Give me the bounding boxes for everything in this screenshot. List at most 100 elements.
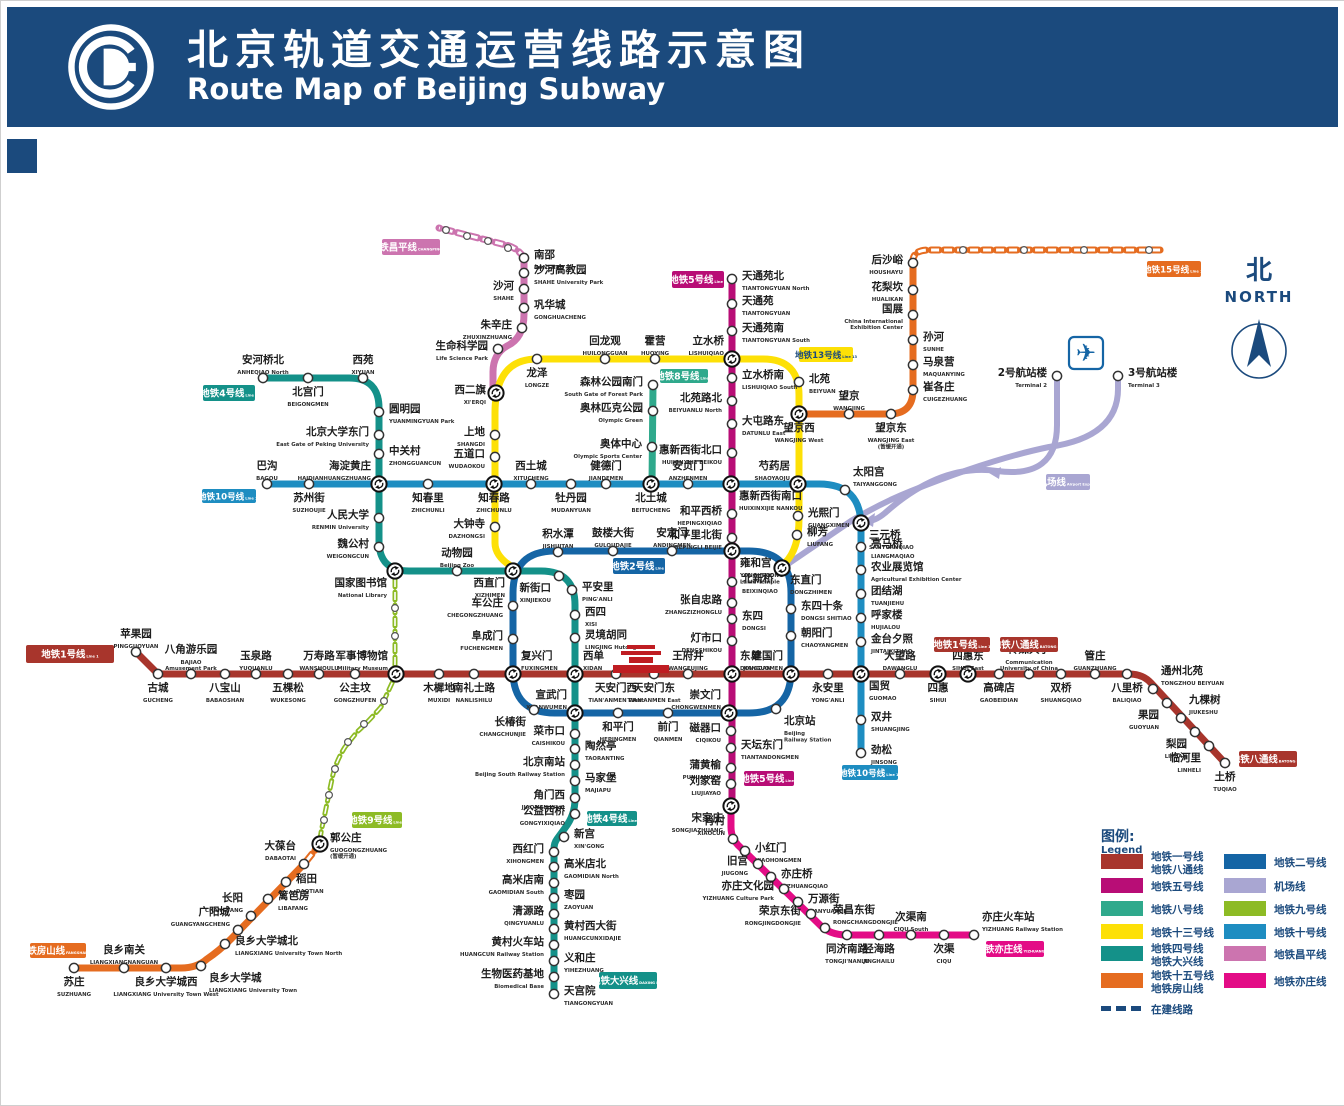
station-label: RONGCHANGDONGJIE bbox=[833, 920, 898, 926]
station-label: GUANGXIMEN bbox=[808, 523, 850, 529]
station-label: MUDANYUAN bbox=[551, 508, 591, 514]
interchange-station-dot bbox=[773, 559, 791, 577]
station-label: XIN'GONG bbox=[574, 844, 605, 850]
station-label: 西红门 bbox=[513, 842, 545, 855]
line-badge-bg bbox=[842, 765, 898, 780]
station-dot bbox=[726, 418, 738, 430]
station-dot bbox=[765, 871, 777, 883]
legend-dash-swatch bbox=[1101, 1006, 1111, 1011]
line-badge-label: 地铁4号线Line 4 bbox=[200, 387, 258, 399]
legend-label: 地铁十号线 bbox=[1274, 926, 1327, 939]
station-dot bbox=[492, 343, 504, 355]
station-label: ZHONGGUANCUN bbox=[389, 461, 442, 467]
station-dot bbox=[548, 923, 560, 935]
station-label: 国家图书馆 bbox=[335, 576, 388, 589]
station-label: 军事博物馆 bbox=[336, 649, 389, 662]
station-label: 万寿路 bbox=[302, 649, 335, 662]
station-label: HEPINGMEN bbox=[600, 737, 637, 743]
station-dot bbox=[793, 376, 805, 388]
station-dot bbox=[552, 546, 564, 558]
station-dot bbox=[489, 521, 501, 533]
legend-swatch bbox=[1101, 924, 1143, 939]
station-dot bbox=[726, 597, 738, 609]
station-label: CIQU bbox=[937, 959, 952, 965]
station-label: LIANGXIANG University Town bbox=[209, 988, 297, 994]
station-dot bbox=[451, 565, 463, 577]
station-label: 天宫院 bbox=[564, 984, 596, 997]
station-label: 王府井 bbox=[672, 649, 704, 662]
interchange-station-dot bbox=[485, 475, 503, 493]
line-badge-label: 地铁房山线FANGSHAN Line bbox=[18, 945, 98, 957]
station-label: 土桥 bbox=[1215, 770, 1237, 783]
station-dot bbox=[569, 759, 581, 771]
interchange-station-dot bbox=[722, 475, 740, 493]
station-dot bbox=[1121, 668, 1133, 680]
station-label: 积水潭 bbox=[542, 527, 574, 540]
station-label: 苹果园 bbox=[120, 627, 152, 640]
line-badge: 地铁1号线Line 1 bbox=[26, 645, 114, 663]
line-badge: 机场线Airport Express bbox=[1038, 474, 1098, 490]
legend-label: 地铁五号线 bbox=[1151, 880, 1204, 893]
station-dot bbox=[607, 545, 619, 557]
station-label: LINHELI bbox=[1177, 768, 1201, 774]
station-label: National Library bbox=[338, 593, 388, 599]
station-dot bbox=[726, 273, 738, 285]
station-label: XUANWUMEN bbox=[526, 705, 567, 711]
station-label: 稻田 bbox=[296, 872, 317, 885]
station-dot bbox=[649, 353, 661, 365]
interchange-station-dot bbox=[387, 665, 405, 683]
legend-label: 地铁昌平线 bbox=[1274, 948, 1327, 961]
station-label: SHUANGJING bbox=[871, 727, 910, 733]
station-label: DONGDAN bbox=[740, 666, 772, 672]
future-station-dot bbox=[1079, 246, 1088, 255]
station-dot bbox=[725, 742, 737, 754]
station-label: 北京大学东门 bbox=[306, 425, 369, 438]
interchange-station-dot bbox=[722, 797, 740, 815]
line-badge: 地铁2号线Line 2 bbox=[610, 558, 668, 574]
station-label: MAQUANYING bbox=[923, 372, 965, 378]
station-dot bbox=[819, 922, 831, 934]
station-label: GONGYIXIQIAO bbox=[520, 821, 566, 827]
station-label: LIUJIAYAO bbox=[691, 791, 721, 797]
station-dot bbox=[528, 704, 540, 716]
station-label: ANZHENMEN bbox=[669, 476, 708, 482]
line-badge: 地铁13号线Line 13 bbox=[795, 347, 858, 362]
station-dot bbox=[373, 448, 385, 460]
station-label: 天坛东门 bbox=[741, 738, 783, 751]
station-label: 巴沟 bbox=[257, 459, 278, 472]
station-label: WANGJING bbox=[833, 406, 865, 412]
line-badge: 地铁10号线Line 10 bbox=[839, 765, 902, 780]
station-dot bbox=[422, 478, 434, 490]
station-label: HAIDIANHUANGZHUANG bbox=[298, 476, 372, 482]
station-label: PINGGUOYUAN bbox=[114, 644, 159, 650]
station-label: SHUANGQIAO bbox=[1040, 698, 1081, 704]
line-badge: 地铁10号线Line 10 bbox=[198, 489, 261, 503]
station-label: 龙泽 bbox=[526, 366, 548, 379]
interchange-station-dot bbox=[959, 665, 977, 683]
station-label: FUCHENGMEN bbox=[460, 646, 503, 652]
station-label: LIANGMAQIAO bbox=[871, 554, 915, 560]
station-dot bbox=[232, 924, 244, 936]
station-dot bbox=[185, 668, 197, 680]
beijing-subway-logo-icon bbox=[65, 21, 157, 113]
station-label: 荣昌东街 bbox=[832, 903, 875, 916]
station-dot bbox=[726, 613, 738, 625]
legend-label: 地铁十三号线 bbox=[1151, 926, 1214, 939]
station-dot bbox=[907, 359, 919, 371]
future-station-dot bbox=[380, 696, 389, 705]
station-label: CHONGWENMEN bbox=[671, 705, 721, 711]
station-label: 牡丹园 bbox=[555, 491, 587, 504]
station-dot bbox=[548, 908, 560, 920]
station-label: CIQU South bbox=[894, 927, 929, 933]
line-path-construction-line9 bbox=[319, 579, 396, 845]
interchange-station-dot bbox=[504, 562, 522, 580]
legend-dash-swatch bbox=[1131, 1006, 1141, 1011]
station-label: 建国门 bbox=[751, 649, 784, 662]
station-label: DONGSI bbox=[742, 626, 766, 632]
station-dot bbox=[855, 714, 867, 726]
station-dot bbox=[548, 861, 560, 873]
station-label: 新街口 bbox=[520, 581, 552, 594]
station-label: XINJIEKOU bbox=[520, 598, 551, 604]
station-label: 广阳城 bbox=[199, 905, 231, 918]
station-label: HUIXINXIJIE NANKOU bbox=[739, 506, 802, 512]
